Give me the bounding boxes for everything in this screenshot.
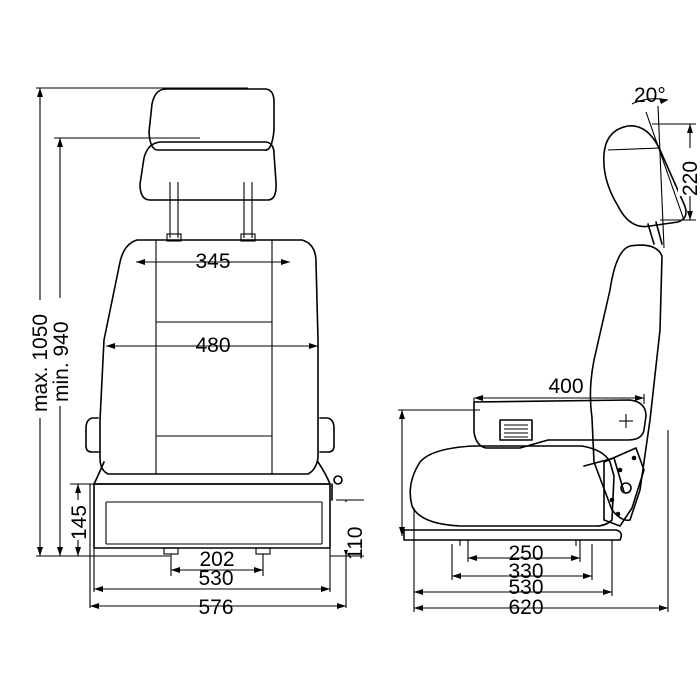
dim-headrest-travel: 220: [679, 161, 700, 196]
dim-rail-span-b: 330: [508, 560, 543, 583]
dim-headrest-angle: 20°: [634, 84, 666, 107]
dim-overall-depth: 620: [508, 596, 543, 619]
side-base-rail: [403, 529, 623, 541]
front-view: [85, 88, 343, 555]
dim-rail-height: 110: [344, 527, 367, 560]
dim-height-max: max. 1050: [29, 314, 52, 412]
backrest-outline: [99, 239, 319, 475]
dim-height-min: min. 940: [50, 321, 73, 402]
rail-foot-left: [163, 547, 179, 555]
dim-headrest-width: 345: [195, 250, 230, 273]
side-seat-cushion: [409, 445, 615, 527]
headrest-max-position: [148, 88, 275, 151]
left-side-lever: [85, 417, 101, 453]
dim-back-width: 480: [195, 334, 230, 357]
armrest-handle: [499, 419, 533, 441]
armrest-handle-grip: [504, 424, 528, 438]
side-view: [403, 125, 687, 546]
dim-rail-span-a: 250: [508, 542, 543, 565]
dim-rail-spacing: 202: [199, 548, 234, 571]
side-headrest: [602, 125, 687, 228]
dim-overall-width: 576: [198, 596, 233, 619]
dim-base-width: 530: [198, 567, 233, 590]
seat-cushion-front: [93, 461, 331, 485]
dim-armrest-length: 400: [548, 375, 583, 398]
dim-base-height: 145: [68, 505, 91, 540]
front-dimensions: 345 480 202 530 576: [28, 87, 367, 619]
headrest-min-position: [139, 141, 277, 201]
side-armrest: [473, 399, 647, 449]
dim-seat-depth: 530: [508, 576, 543, 599]
right-side-lever: [319, 417, 335, 453]
base-frame: [93, 483, 331, 549]
headrest-posts: [166, 182, 256, 242]
recline-mechanism: [603, 447, 645, 527]
side-backrest: [589, 244, 663, 522]
rail-foot-right: [255, 547, 271, 555]
side-dimensions: 20° 220 400 250: [398, 84, 700, 619]
